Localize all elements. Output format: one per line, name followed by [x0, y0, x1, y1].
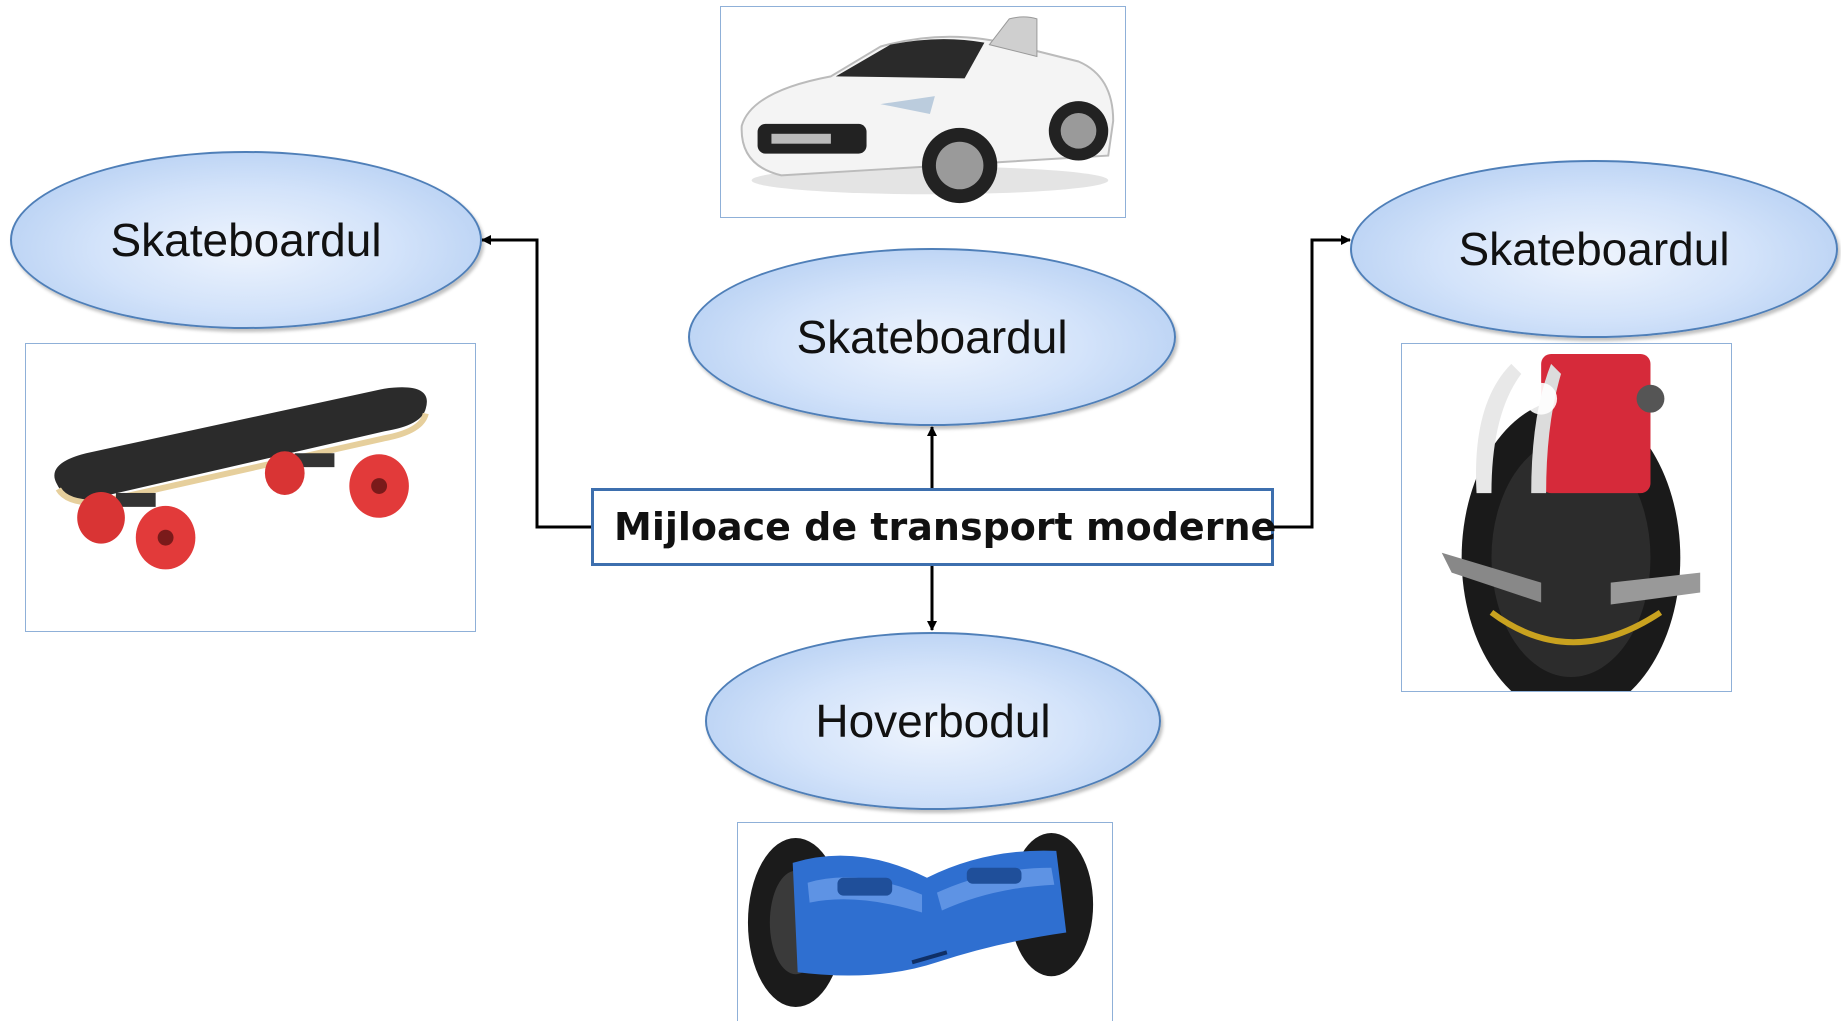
node-top: Skateboardul: [688, 248, 1176, 426]
node-bottom-label: Hoverbodul: [815, 695, 1051, 747]
node-right-label: Skateboardul: [1458, 223, 1730, 275]
arrow-to-left-node: [481, 235, 591, 529]
electric-unicycle-icon: [1441, 353, 1701, 691]
hoverboard-photo: [737, 822, 1113, 1021]
arrow-to-right-node: [1274, 235, 1351, 529]
node-left-label: Skateboardul: [110, 214, 382, 266]
central-topic-box: Mijloace de transport moderne: [591, 488, 1277, 566]
node-left: Skateboardul: [10, 151, 482, 329]
hoverboard-icon: [747, 832, 1094, 1008]
toy-car-icon: [740, 16, 1115, 204]
toy-car-photo: [720, 6, 1126, 218]
central-topic-label: Mijloace de transport moderne: [614, 505, 1277, 549]
skateboard-icon: [54, 387, 429, 570]
unicycle-photo: [1401, 343, 1732, 692]
node-right: Skateboardul: [1350, 160, 1838, 338]
skateboard-photo: [25, 343, 476, 632]
node-top-label: Skateboardul: [796, 311, 1068, 363]
node-bottom: Hoverbodul: [705, 632, 1161, 810]
